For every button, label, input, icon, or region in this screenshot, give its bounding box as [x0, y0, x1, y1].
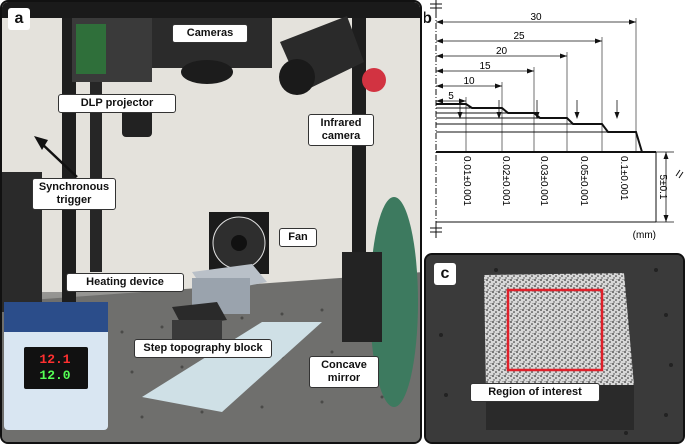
base-height-label: 5±0.1 — [657, 175, 668, 200]
label-fan: Fan — [279, 228, 317, 247]
controller-top — [4, 302, 108, 332]
fan-hub — [231, 235, 247, 251]
controller-readout-top: 12.1 — [39, 352, 71, 367]
label-step-topography-block: Step topography block — [134, 339, 272, 358]
dim-arrow-left — [436, 38, 443, 44]
label-dlp-projector: DLP projector — [58, 94, 176, 113]
dim-arrow-right — [495, 83, 502, 89]
roi-illustration — [426, 255, 683, 442]
label-cameras: Cameras — [172, 24, 248, 43]
panel-c-photo: c Region of interest — [424, 253, 685, 444]
step-height-label: 0.05±0.001 — [578, 156, 589, 206]
unit-label: (mm) — [633, 230, 656, 241]
frame-top-bar — [2, 2, 420, 18]
panel-b-drawing: b 30 25 20 15 10 5 5±0.1 0.01±0.001 0.02±0.001… — [424, 0, 685, 250]
concave-mirror-shape — [370, 197, 418, 407]
dim-arrow-left — [436, 98, 443, 104]
roi-rectangle — [506, 288, 604, 372]
controller-readout-bottom: 12.0 — [39, 368, 71, 383]
label-heating-device: Heating device — [66, 273, 184, 292]
label-region-of-interest: Region of interest — [470, 383, 600, 402]
dim-arrow-right — [629, 19, 636, 25]
step-profile — [436, 103, 643, 153]
step-arrow-head — [614, 112, 620, 119]
step-height-label: 0.02±0.001 — [500, 156, 511, 206]
step-arrow-head — [534, 112, 540, 119]
length-label: 30 — [530, 12, 542, 23]
dim-arrow-left — [436, 19, 443, 25]
camera-lens — [181, 60, 233, 84]
controller-screen — [24, 347, 88, 389]
label-synchronous-trigger: Synchronous trigger — [32, 178, 116, 210]
length-label: 25 — [513, 31, 525, 42]
dim-arrow-left — [436, 68, 443, 74]
step-block-body — [172, 320, 222, 340]
length-label: 20 — [496, 46, 508, 57]
controller-readout: 12.1 12.0 — [33, 352, 77, 386]
label-concave-mirror: Concave mirror — [309, 356, 379, 388]
trigger-arrow-head — [34, 136, 48, 150]
infrared-lens — [279, 59, 315, 95]
dim-arrow-left — [436, 53, 443, 59]
step-height-label: 0.03±0.001 — [538, 156, 549, 206]
length-dimension-lines: 30 25 20 15 10 5 — [436, 12, 637, 152]
step-arrow-head — [574, 112, 580, 119]
circuit-board — [76, 24, 106, 74]
dim-arrow-right — [459, 98, 466, 104]
panel-c-letter: c — [434, 263, 456, 285]
trigger-arrow-line — [39, 141, 78, 178]
label-infrared-camera: Infrared camera — [308, 114, 374, 146]
step-arrow-head — [496, 112, 502, 119]
white-sheet — [142, 322, 322, 412]
panel-a-letter: a — [8, 8, 30, 30]
step-arrow-head — [457, 112, 463, 119]
length-label: 5 — [448, 91, 454, 102]
length-label: 15 — [479, 61, 491, 72]
length-label: 10 — [463, 76, 475, 87]
step-height-labels: 0.01±0.001 0.02±0.001 0.03±0.001 0.05±0.001… — [457, 100, 629, 206]
knob — [362, 68, 386, 92]
dim-arrow-right — [560, 53, 567, 59]
step-height-label: 0.01±0.001 — [461, 156, 472, 206]
panel-a-photo: a 12.1 12.0 Cameras DLP projector Infrar… — [0, 0, 422, 444]
step-profile-line — [436, 103, 643, 153]
speckle-sample — [484, 273, 634, 390]
mirror-mount — [342, 252, 382, 342]
step-height-label: 0.1±0.001 — [618, 156, 629, 201]
dim-arrow-left — [436, 83, 443, 89]
dim-arrow-right — [527, 68, 534, 74]
table-holes-c — [439, 268, 673, 435]
panel-b-letter: b — [424, 10, 432, 27]
dim-arrow-right — [595, 38, 602, 44]
